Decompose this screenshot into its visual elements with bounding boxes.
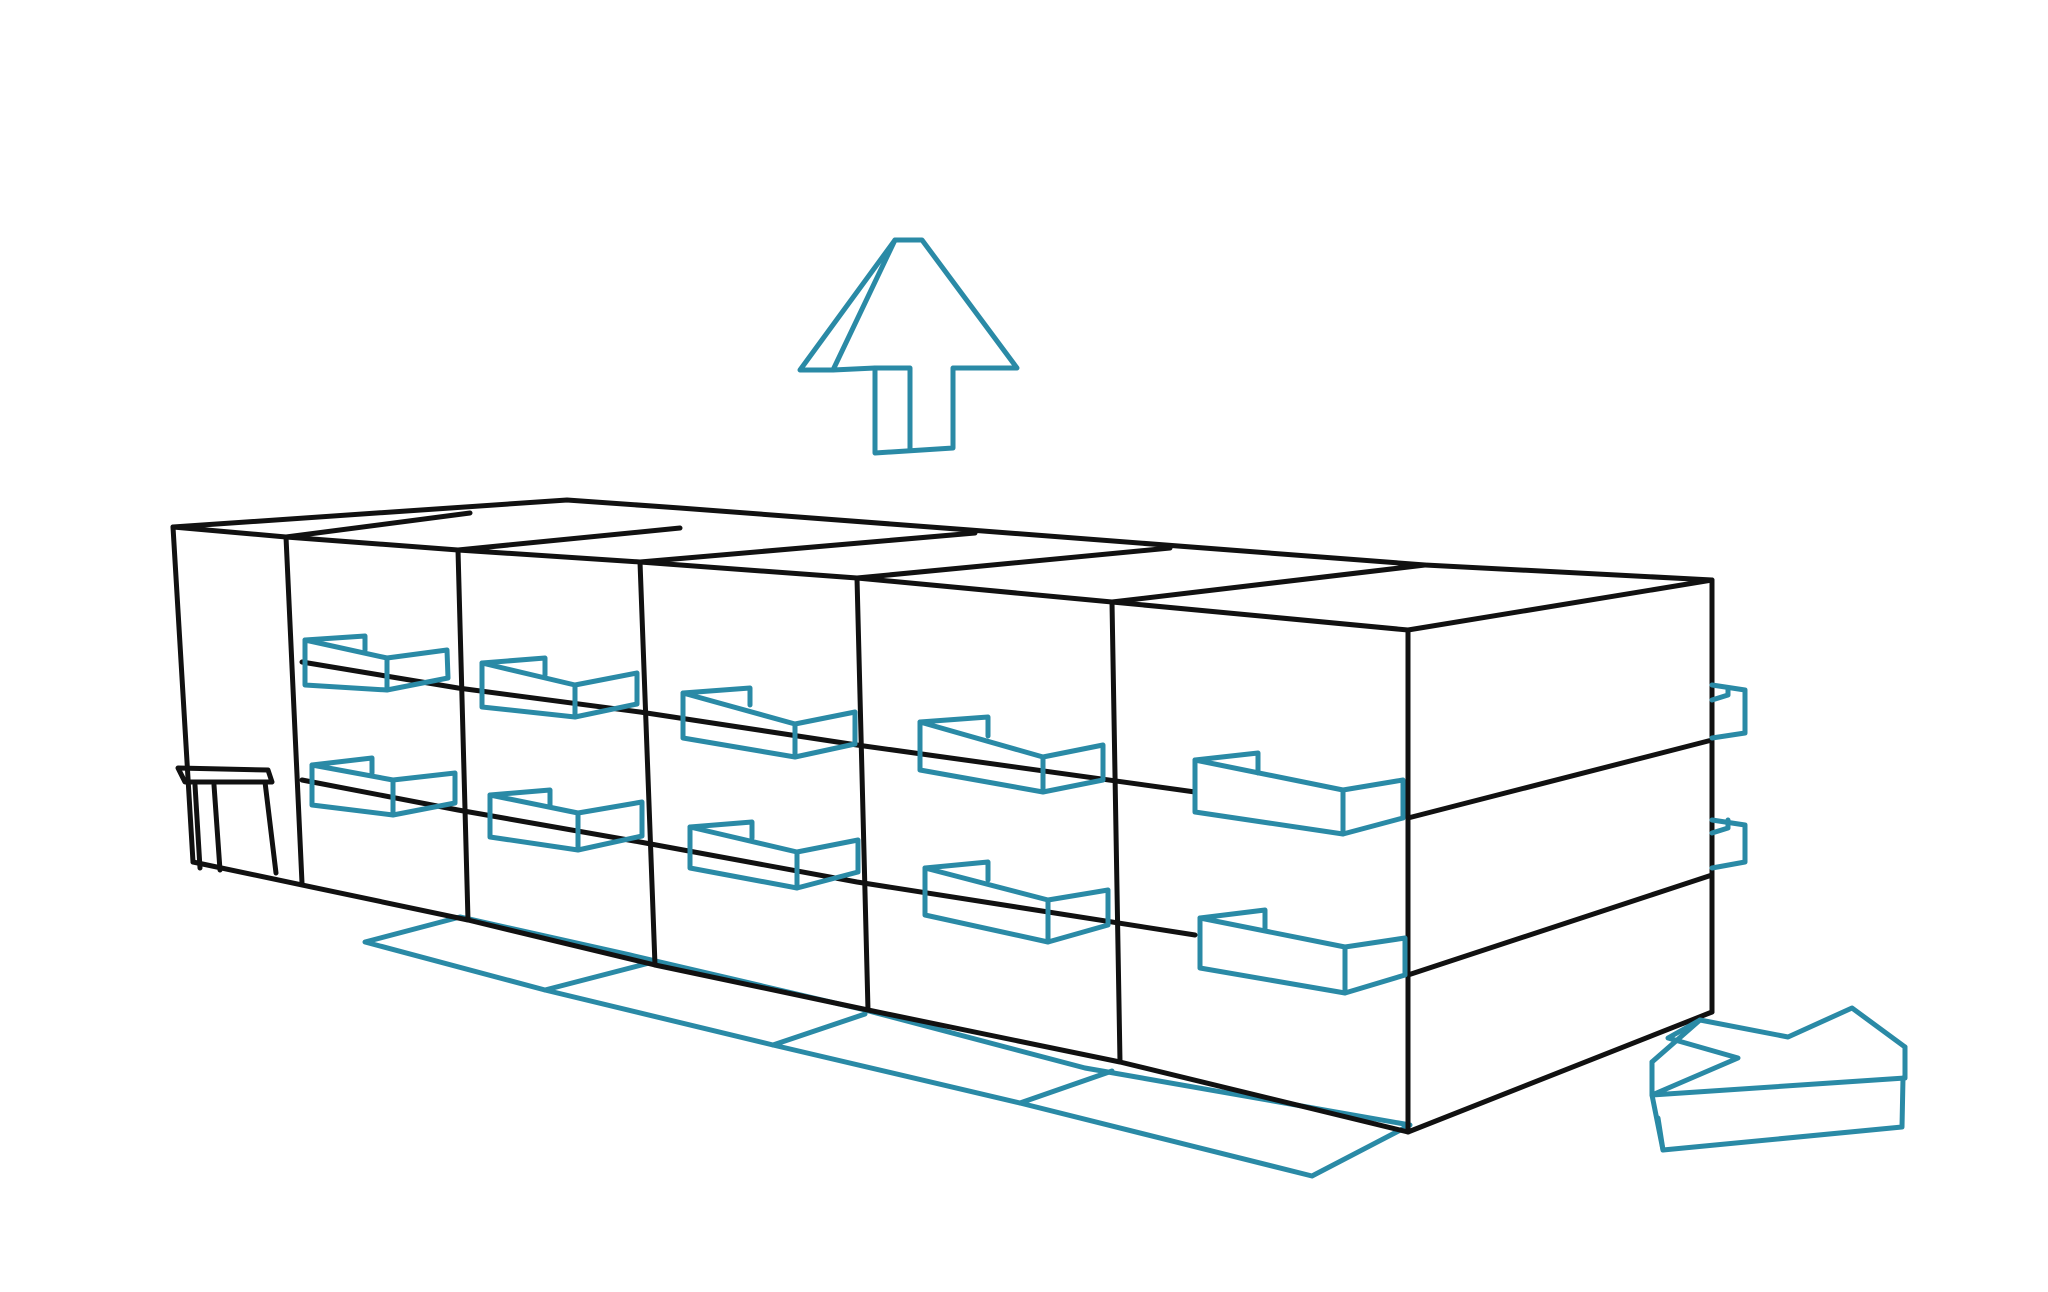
floor-line-upper [299,659,1198,795]
base-line-side [1405,1009,1715,1135]
floor-line-lower [299,777,1198,938]
footprint-divider [1017,1068,1115,1106]
balcony [1192,750,1406,837]
side-balcony [1709,682,1748,741]
side-floor-line-upper [1405,737,1715,821]
side-balcony [1709,817,1748,871]
base-line-front [190,859,1411,1135]
balcony [687,819,861,891]
side-floor-line-lower [1405,872,1715,978]
ground-footprint [362,914,1413,1179]
facade-verticals [170,524,1715,1135]
balcony [1197,907,1408,996]
footprint-divider [770,1011,868,1048]
up-arrow-icon [797,237,1020,456]
footprint-divider [542,959,656,993]
footprint-outline [362,914,1413,1179]
balconies [302,633,1748,996]
balcony [680,685,858,760]
balcony [487,787,645,853]
balcony [479,655,640,720]
balcony [922,859,1111,945]
right-arrow-icon [1649,1005,1908,1153]
balcony [309,755,458,818]
entrance-door [175,765,279,876]
building [170,497,1715,1135]
balcony [302,633,451,693]
balcony [917,714,1106,795]
roof-seams [283,510,1428,605]
